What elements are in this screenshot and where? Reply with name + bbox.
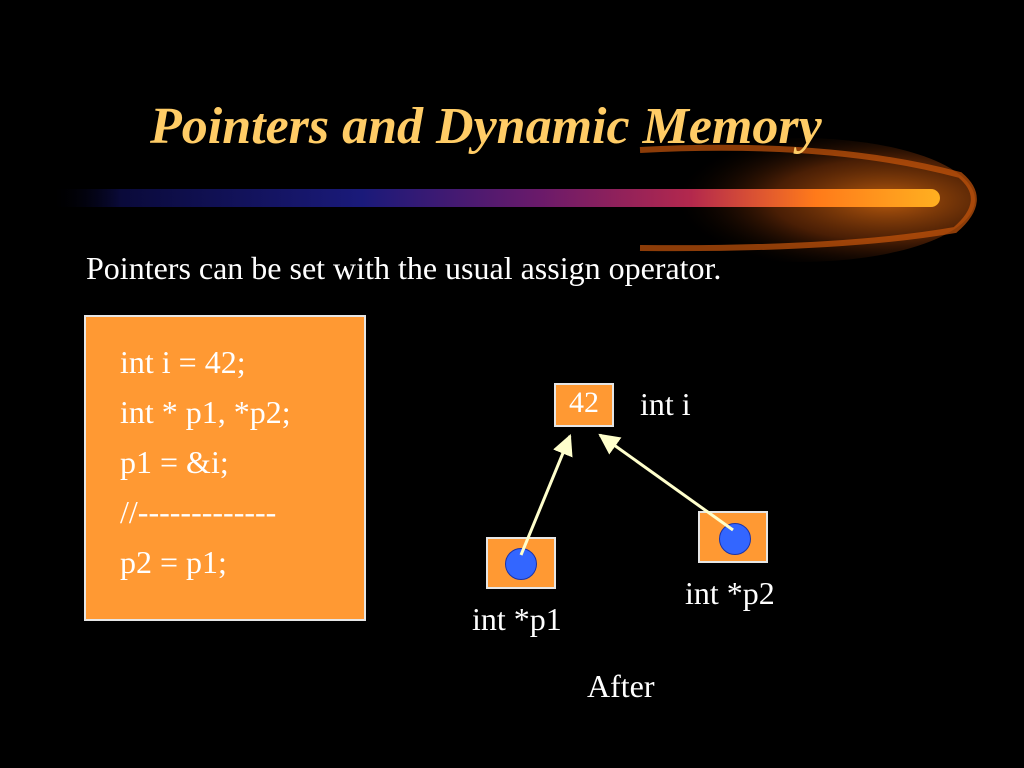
- gradient-bar: [50, 189, 940, 207]
- arrow-p2-to-i: [598, 433, 734, 532]
- p1-cell: [486, 537, 556, 589]
- int-i-cell: 42: [554, 383, 614, 427]
- int-i-value: 42: [569, 386, 599, 419]
- swoosh-curve: [639, 144, 977, 252]
- p1-label: int *p1: [472, 601, 562, 637]
- code-line: p2 = p1;: [120, 544, 227, 580]
- slide-subtitle: Pointers can be set with the usual assig…: [86, 250, 722, 286]
- code-line: p1 = &i;: [120, 444, 229, 480]
- int-i-label: int i: [640, 386, 691, 422]
- code-line: //-------------: [120, 494, 277, 530]
- pointer-dot-p2: [719, 523, 751, 555]
- p2-label: int *p2: [685, 575, 775, 611]
- p2-cell: [698, 511, 768, 563]
- arrow-p1-to-i: [519, 434, 573, 556]
- after-caption: After: [587, 668, 655, 704]
- slide-title: Pointers and Dynamic Memory: [150, 98, 822, 155]
- code-line: int i = 42;: [120, 344, 246, 380]
- code-line: int * p1, *p2;: [120, 394, 291, 430]
- code-box: int i = 42; int * p1, *p2; p1 = &i; //--…: [84, 315, 366, 621]
